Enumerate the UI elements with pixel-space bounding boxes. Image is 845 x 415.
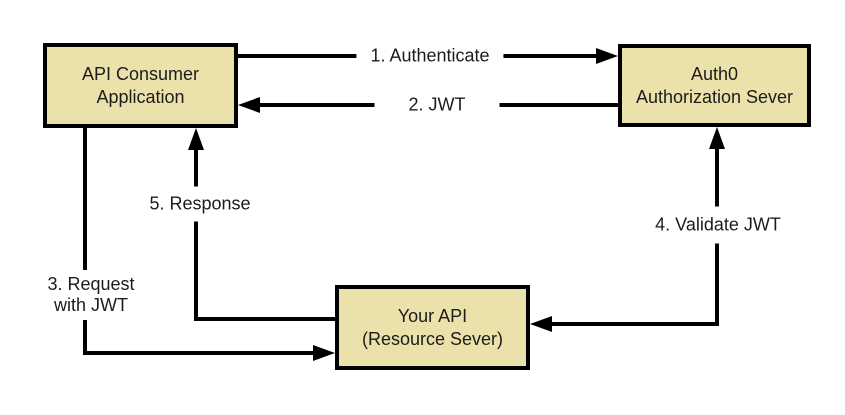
node-label-line: Auth0 <box>690 63 739 84</box>
edge4-arrowhead-left-icon <box>530 316 552 332</box>
edge5-arrowhead-up-icon <box>188 128 204 150</box>
edge4-label: 4. Validate JWT <box>647 206 789 244</box>
edge3-arrowhead-right-icon <box>313 345 335 361</box>
edge5-line-horizontal <box>194 317 335 321</box>
node-your-api-resource-server: Your API (Resource Sever) <box>335 285 530 370</box>
edge3-line-vertical <box>83 128 87 355</box>
edge4-arrowhead-up-icon <box>709 127 725 149</box>
edge5-line-vertical <box>194 148 198 321</box>
node-label-line: API Consumer <box>81 63 200 84</box>
edge3-label-line2: with JWT <box>54 295 128 315</box>
edge3-line-horizontal <box>83 351 313 355</box>
edge4-line-horizontal <box>552 322 719 326</box>
node-api-consumer-application: API Consumer Application <box>43 43 238 128</box>
edge2-label: 2. JWT <box>374 92 500 118</box>
edge1-arrowhead-right-icon <box>596 48 618 64</box>
edge3-label-line1: 3. Request <box>47 274 135 294</box>
node-label-line: Application <box>96 86 185 107</box>
node-auth0-authorization-server: Auth0 Authorization Sever <box>618 44 811 127</box>
edge5-label: 5. Response <box>141 186 259 222</box>
edge1-label: 1. Authenticate <box>356 43 504 69</box>
node-label-line: (Resource Sever) <box>361 328 504 349</box>
edge2-arrowhead-left-icon <box>238 97 260 113</box>
node-label-line: Authorization Sever <box>635 86 794 107</box>
node-label-line: Your API <box>397 305 468 326</box>
edge3-label: 3. Request with JWT <box>41 270 141 320</box>
